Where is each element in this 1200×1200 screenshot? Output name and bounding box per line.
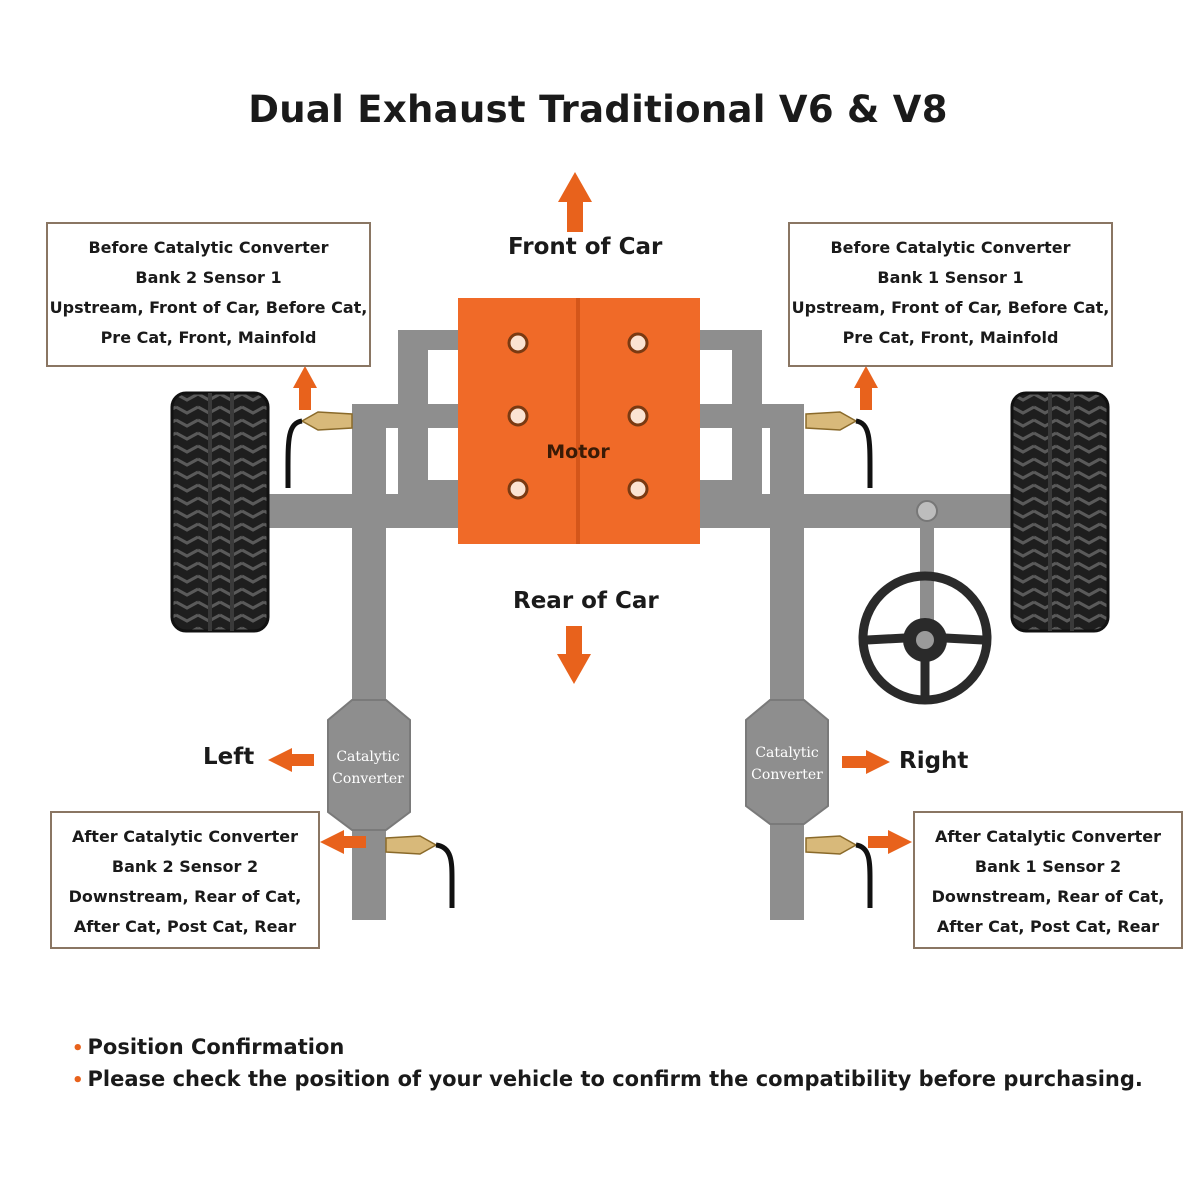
left-arrow-icon: [268, 748, 314, 772]
pointer-arrow-up-left-icon: [293, 366, 317, 410]
box-line: Upstream, Front of Car, Before Cat,: [49, 298, 368, 317]
note-text: Please check the position of your vehicl…: [87, 1067, 1143, 1091]
left-tire: [170, 391, 270, 633]
sensor-bank2-sensor1-icon: [285, 411, 353, 488]
sensor-bank1-sensor1-icon: [805, 411, 873, 488]
front-of-car-label: Front of Car: [508, 234, 663, 260]
bank2-sensor1-box: Before Catalytic Converter Bank 2 Sensor…: [46, 222, 371, 367]
left-exhaust-pipe: [352, 330, 460, 920]
bank2-sensor2-box: After Catalytic Converter Bank 2 Sensor …: [50, 811, 320, 949]
pointer-arrow-right-bottom-icon: [868, 830, 912, 854]
box-line: Pre Cat, Front, Mainfold: [100, 328, 317, 347]
cat-label-line: Catalytic: [755, 745, 819, 761]
box-line: Downstream, Rear of Cat,: [931, 887, 1165, 906]
right-tire: [1010, 391, 1110, 633]
pointer-arrow-up-right-icon: [854, 366, 878, 410]
rear-arrow-icon: [557, 626, 591, 684]
box-line: After Cat, Post Cat, Rear: [936, 917, 1160, 936]
cat-label-line: Converter: [751, 767, 823, 783]
pointer-arrow-left-bottom-icon: [320, 830, 366, 854]
box-line: Downstream, Rear of Cat,: [68, 887, 302, 906]
left-label: Left: [203, 744, 255, 770]
box-line: Pre Cat, Front, Mainfold: [842, 328, 1059, 347]
left-catalytic-converter-label: Catalytic Converter: [325, 746, 411, 790]
bullet-icon: •: [72, 1038, 84, 1059]
rear-of-car-label: Rear of Car: [513, 588, 659, 614]
right-catalytic-converter: [745, 699, 829, 825]
bullet-icon: •: [72, 1070, 84, 1091]
sensor-bank1-sensor2-icon: [805, 835, 873, 908]
note-item: •Please check the position of your vehic…: [72, 1064, 1143, 1096]
cat-label-line: Catalytic: [336, 749, 400, 765]
box-line: Bank 2 Sensor 1: [135, 268, 282, 287]
note-text: Position Confirmation: [87, 1035, 345, 1059]
motor-label: Motor: [546, 441, 610, 463]
diagram-title: Dual Exhaust Traditional V6 & V8: [248, 88, 948, 131]
motor-block: [458, 298, 700, 544]
box-line: After Catalytic Converter: [71, 827, 299, 846]
note-item: •Position Confirmation: [72, 1032, 1143, 1064]
cat-label-line: Converter: [332, 771, 404, 787]
notes: •Position Confirmation •Please check the…: [72, 1032, 1143, 1096]
box-line: Before Catalytic Converter: [88, 238, 329, 257]
left-catalytic-converter: [327, 699, 411, 831]
bank1-sensor1-box: Before Catalytic Converter Bank 1 Sensor…: [788, 222, 1113, 367]
box-line: Bank 2 Sensor 2: [111, 857, 259, 876]
box-line: Before Catalytic Converter: [830, 238, 1071, 257]
right-label: Right: [899, 748, 969, 774]
bank1-sensor2-box: After Catalytic Converter Bank 1 Sensor …: [913, 811, 1183, 949]
box-line: After Cat, Post Cat, Rear: [73, 917, 297, 936]
box-line: After Catalytic Converter: [934, 827, 1162, 846]
box-line: Bank 1 Sensor 1: [877, 268, 1024, 287]
sensor-bank2-sensor2-icon: [385, 835, 455, 908]
box-line: Upstream, Front of Car, Before Cat,: [791, 298, 1110, 317]
front-arrow-icon: [558, 172, 592, 232]
box-line: Bank 1 Sensor 2: [974, 857, 1122, 876]
steering-wheel-icon: [858, 500, 992, 705]
right-exhaust-pipe: [700, 330, 804, 920]
right-catalytic-converter-label: Catalytic Converter: [744, 742, 830, 786]
right-arrow-icon: [842, 750, 890, 774]
motor-bolts: [507, 332, 649, 500]
